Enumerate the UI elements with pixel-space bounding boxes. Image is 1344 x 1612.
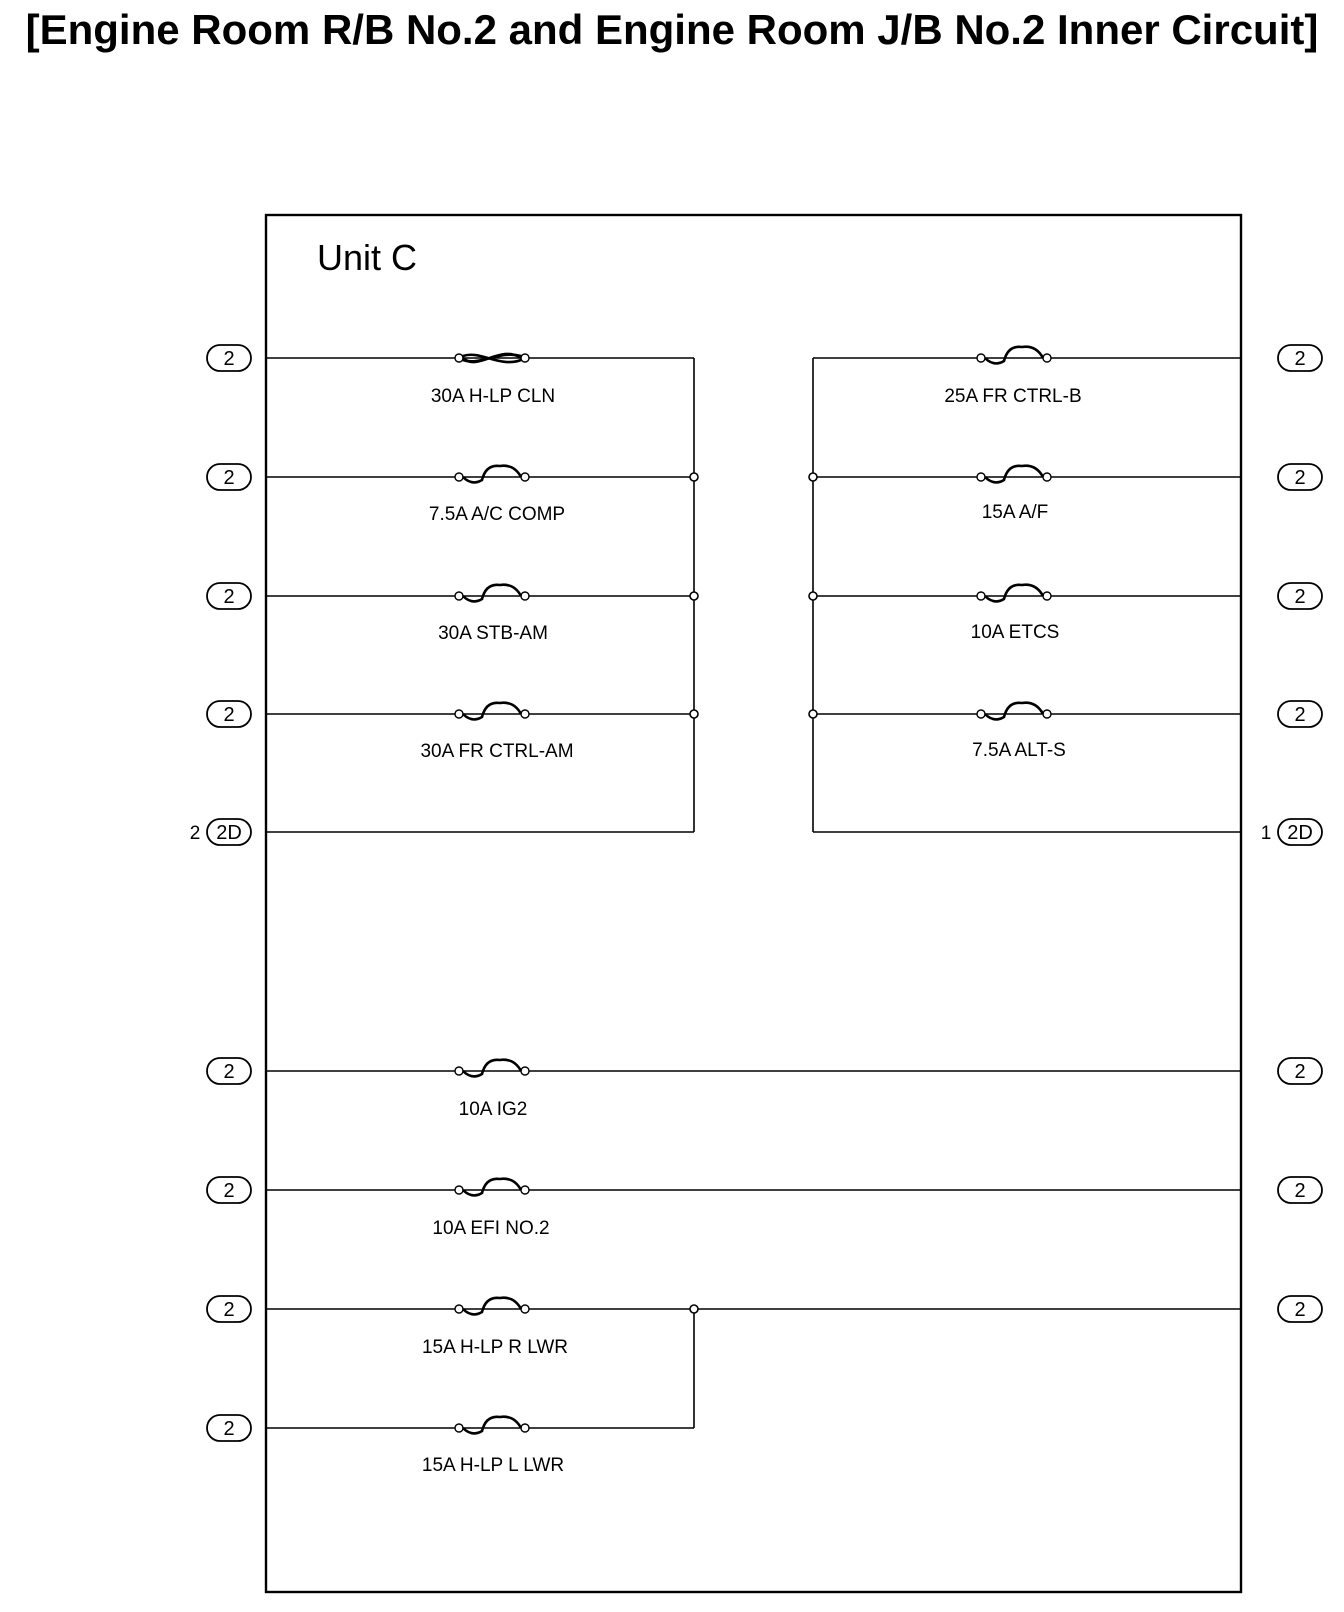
svg-text:2: 2: [1294, 704, 1305, 726]
fuse-a-f: [976, 464, 1052, 484]
svg-text:2D: 2D: [1287, 822, 1313, 844]
svg-text:2: 2: [223, 1061, 234, 1083]
connector-badge: 2: [1277, 1176, 1323, 1204]
fuse-label: 10A IG2: [459, 1099, 528, 1120]
connector-badge: 2: [1277, 700, 1323, 728]
diagram-title: [Engine Room R/B No.2 and Engine Room J/…: [26, 6, 1319, 53]
connector-badge: 2: [206, 1295, 252, 1323]
svg-text:2: 2: [223, 1418, 234, 1440]
fuse-fr-ctrl-am: [454, 701, 530, 721]
connector-badge-2d-right: 1 2D: [1261, 818, 1323, 846]
unit-label: Unit C: [317, 237, 417, 278]
connector-badge-2d-left: 2 2D: [190, 818, 252, 846]
left-connectors: 2 2 2 2 2 2D 2 2 2: [190, 344, 252, 1442]
lower-fuse-group: 10A IG2 10A EFI NO.2 15A H-LP R LWR 15A …: [266, 1058, 1241, 1476]
fuse-alt-s: [976, 701, 1052, 721]
fuse-label: 30A H-LP CLN: [431, 386, 555, 407]
fuse-label: 10A EFI NO.2: [432, 1218, 549, 1239]
fuse-label: 15A H-LP L LWR: [422, 1455, 564, 1476]
fuse-h-lp-l-lwr: [454, 1415, 530, 1435]
junction-dot: [689, 472, 699, 482]
fuse-efi-no2: [454, 1177, 530, 1197]
connector-badge: 2: [1277, 1295, 1323, 1323]
fuse-label: 30A FR CTRL-AM: [420, 741, 573, 762]
fuse-ig2: [454, 1058, 530, 1078]
fuse-label: 10A ETCS: [971, 622, 1060, 643]
fuse-label: 15A H-LP R LWR: [422, 1337, 568, 1358]
pin-number: 1: [1261, 823, 1272, 844]
fuse-label: 25A FR CTRL-B: [944, 386, 1081, 407]
junction-dot: [808, 709, 818, 719]
svg-text:2: 2: [223, 586, 234, 608]
svg-text:2: 2: [1294, 348, 1305, 370]
svg-text:2: 2: [1294, 1061, 1305, 1083]
svg-text:2: 2: [1294, 467, 1305, 489]
fuse-etcs: [976, 583, 1052, 603]
junction-dot: [808, 591, 818, 601]
connector-badge: 2: [1277, 344, 1323, 372]
fuse-stb-am: [454, 583, 530, 603]
right-connectors: 2 2 2 2 1 2D 2 2 2: [1261, 344, 1323, 1323]
connector-badge: 2: [206, 1057, 252, 1085]
junction-dot: [808, 472, 818, 482]
fuse-label: 7.5A A/C COMP: [429, 504, 565, 525]
fuse-ac-comp: [454, 464, 530, 484]
svg-text:2: 2: [223, 348, 234, 370]
svg-text:2: 2: [1294, 586, 1305, 608]
connector-badge: 2: [206, 1414, 252, 1442]
connector-badge: 2: [1277, 463, 1323, 491]
svg-text:2: 2: [223, 704, 234, 726]
fuse-label: 30A STB-AM: [438, 623, 548, 644]
svg-text:2: 2: [223, 1299, 234, 1321]
connector-badge: 2: [206, 700, 252, 728]
left-fuse-group: 30A H-LP CLN 7.5A A/C COMP 30A STB-AM 30…: [266, 352, 699, 833]
unit-c-box: [264, 213, 1243, 1594]
connector-badge: 2: [1277, 1057, 1323, 1085]
svg-text:2: 2: [1294, 1180, 1305, 1202]
pin-number: 2: [190, 823, 201, 844]
fuse-h-lp-r-lwr: [454, 1296, 530, 1316]
fuse-label: 7.5A ALT-S: [972, 740, 1066, 761]
connector-badge: 2: [206, 1176, 252, 1204]
junction-dot: [689, 591, 699, 601]
connector-badge: 2: [206, 582, 252, 610]
junction-dot: [689, 1304, 699, 1314]
junction-dot: [689, 709, 699, 719]
svg-text:2: 2: [223, 1180, 234, 1202]
connector-badge: 2: [206, 344, 252, 372]
connector-badge: 2: [1277, 582, 1323, 610]
connector-badge: 2: [206, 463, 252, 491]
fuse-label: 15A A/F: [982, 502, 1049, 523]
svg-text:2: 2: [1294, 1299, 1305, 1321]
fuse-h-lp-cln: [454, 352, 530, 364]
svg-text:2D: 2D: [216, 822, 242, 844]
fuse-fr-ctrl-b: [976, 345, 1052, 365]
svg-text:2: 2: [223, 467, 234, 489]
right-fuse-group: 25A FR CTRL-B 15A A/F 10A ETCS 7.5A ALT-…: [808, 345, 1241, 833]
